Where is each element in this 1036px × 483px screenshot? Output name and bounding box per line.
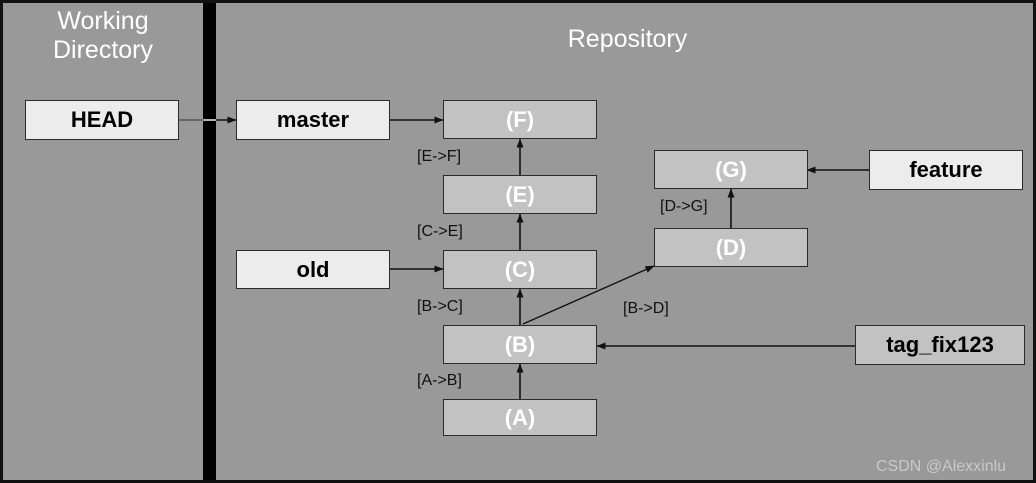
ref-box-feature[interactable]: feature xyxy=(869,150,1023,190)
ref-box-master[interactable]: master xyxy=(236,100,390,140)
edge-label-a-b: [A->B] xyxy=(417,372,462,389)
edge-label-b-d: [B->D] xyxy=(623,300,669,317)
tag-box-fix123[interactable]: tag_fix123 xyxy=(855,325,1025,365)
commit-box-c[interactable]: (C) xyxy=(443,250,597,289)
edge-label-c-e: [C->E] xyxy=(417,223,463,240)
working-directory-title: Working Directory xyxy=(52,7,153,64)
watermark: CSDN @Alexxinlu xyxy=(876,458,1007,475)
commit-box-f[interactable]: (F) xyxy=(443,100,597,139)
commit-box-b[interactable]: (B) xyxy=(443,325,597,364)
commit-box-e[interactable]: (E) xyxy=(443,175,597,214)
ref-box-old[interactable]: old xyxy=(236,250,390,289)
ref-box-head[interactable]: HEAD xyxy=(25,100,179,140)
edge-label-e-f: [E->F] xyxy=(417,148,462,165)
edge-label-b-c: [B->C] xyxy=(417,298,463,315)
commit-box-a[interactable]: (A) xyxy=(443,399,597,436)
commit-box-g[interactable]: (G) xyxy=(654,150,808,189)
edge-label-d-g: [D->G] xyxy=(660,198,708,215)
repository-title: Repository xyxy=(567,25,688,53)
commit-box-d[interactable]: (D) xyxy=(654,228,808,267)
pane-divider xyxy=(203,3,216,480)
